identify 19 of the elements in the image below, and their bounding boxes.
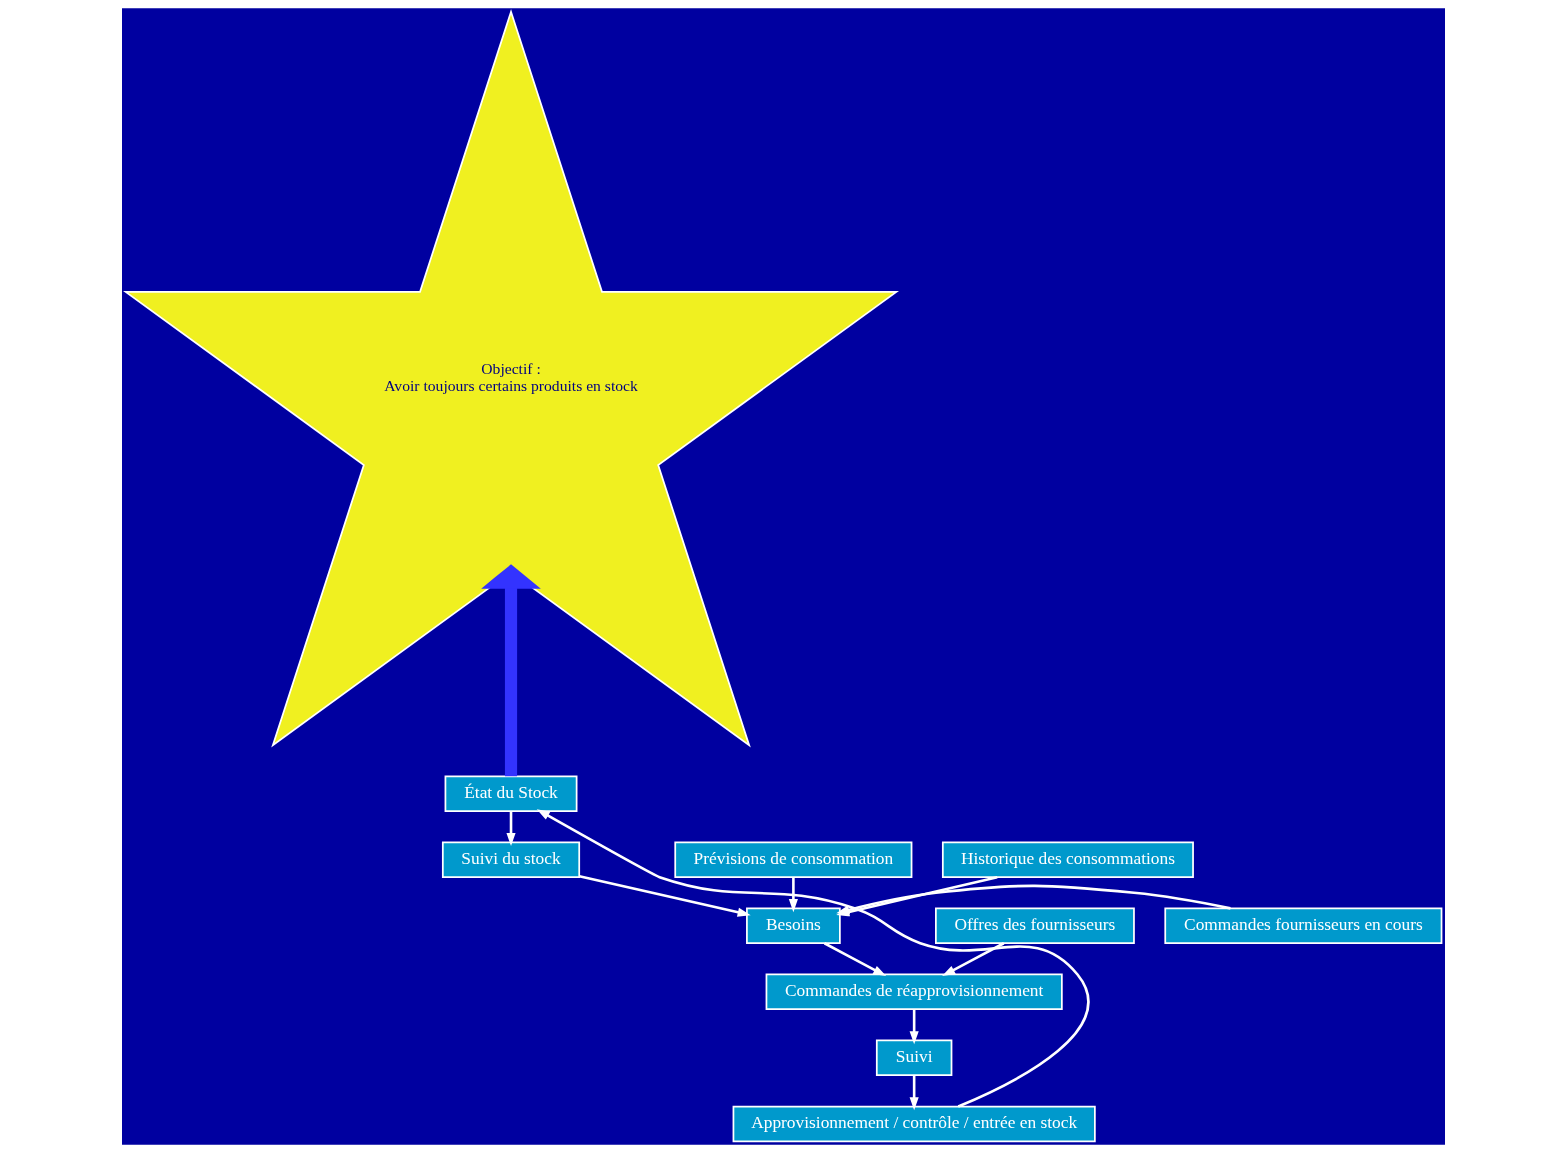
node-box: Offres des fournisseurs: [935, 907, 1135, 945]
node-box: Prévisions de consommation: [674, 841, 913, 878]
node-box: Historique des consommations: [941, 841, 1194, 878]
arrow: [481, 564, 541, 777]
node-box: Suivi du stock: [441, 841, 581, 878]
node-box: État du Stock: [444, 775, 578, 812]
arrow: [536, 809, 1090, 1108]
node-box: Besoins: [746, 907, 841, 945]
node-box: Commandes fournisseurs en cours: [1164, 907, 1443, 945]
node-box: Suivi: [875, 1039, 953, 1077]
arrow: [579, 874, 751, 917]
arrow: [823, 942, 887, 977]
arrow: [942, 942, 1005, 977]
node-box: Commandes de réapprovisionnement: [765, 973, 1063, 1011]
arrow: [909, 1075, 919, 1111]
arrow: [909, 1009, 919, 1045]
arrow: [788, 877, 798, 913]
arrow: [506, 811, 516, 847]
node-box: Approvisionnement / contrôle / entrée en stock: [732, 1105, 1096, 1143]
